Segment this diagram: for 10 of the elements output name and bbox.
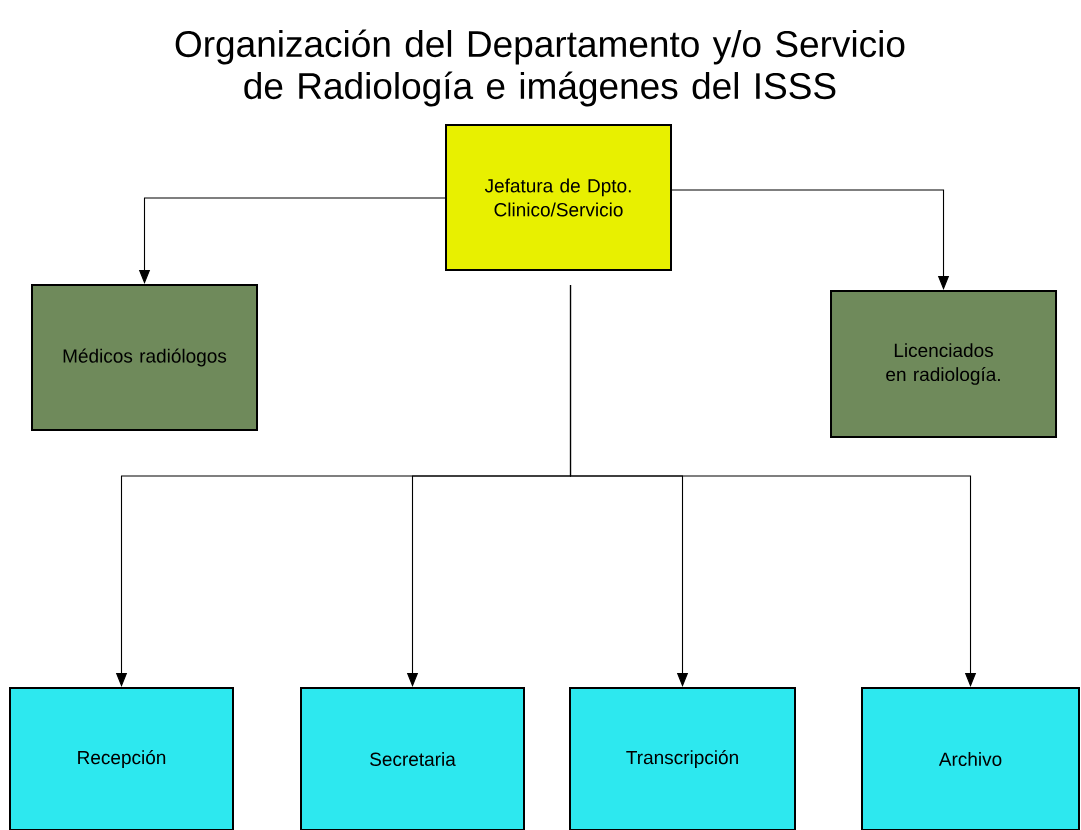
org-box: Licenciados en radiología. <box>830 290 1057 438</box>
org-box: Archivo <box>861 687 1080 830</box>
arrow <box>671 189 950 290</box>
org-box: Secretaria <box>300 687 525 830</box>
org-box: Recepción <box>9 687 234 830</box>
org-box: Médicos radiólogos <box>31 284 258 431</box>
org-box: Jefatura de Dpto. Clinico/Servicio <box>445 124 672 271</box>
arrow <box>569 284 977 687</box>
org-box: Transcripción <box>569 687 796 830</box>
title: Organización del Departamento y/o Servicio de Radiología e imágenes del ISSS <box>175 29 905 107</box>
